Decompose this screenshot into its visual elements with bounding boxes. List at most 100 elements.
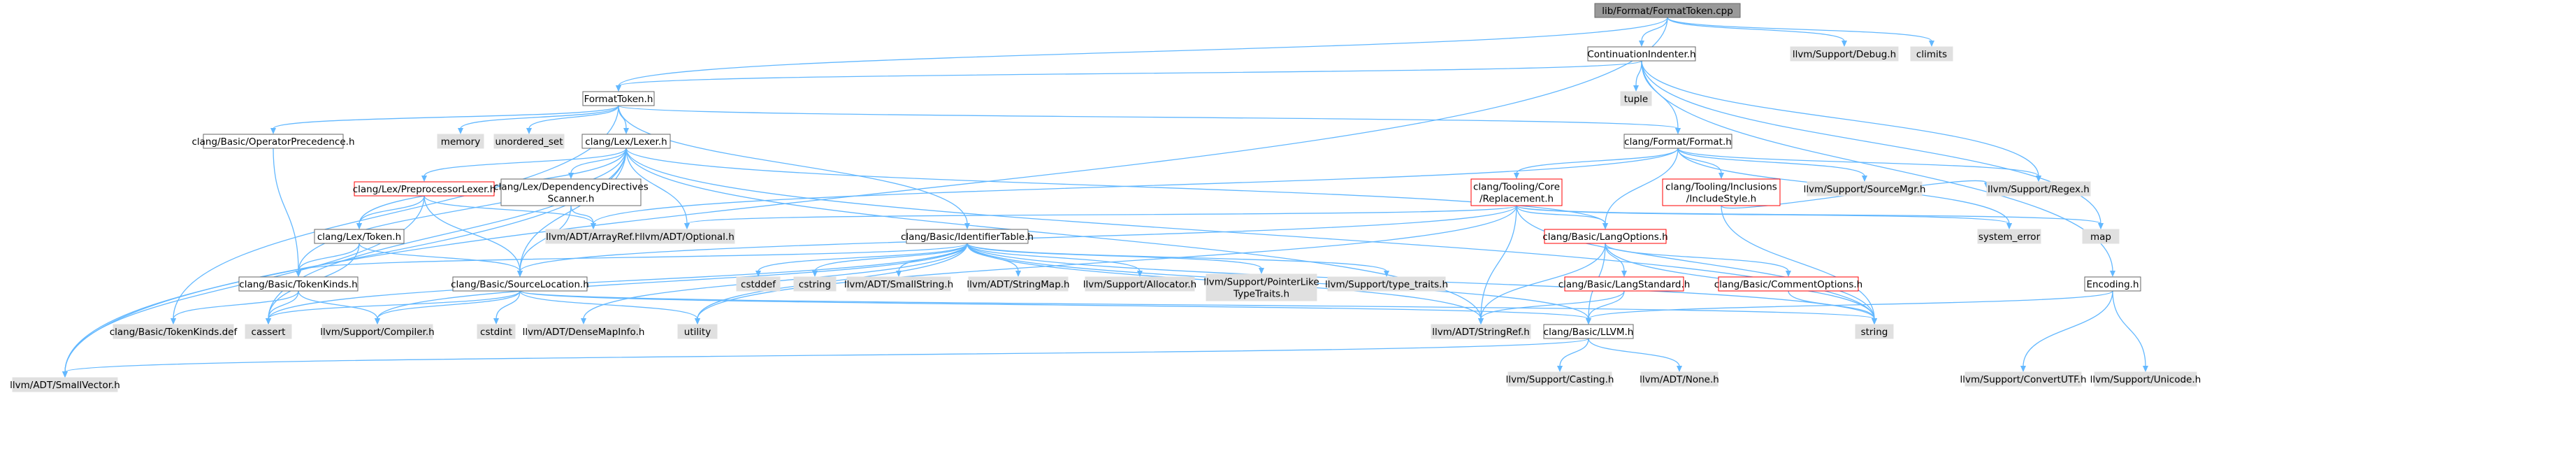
- node-layer: lib/Format/FormatToken.cppContinuationIn…: [10, 3, 2201, 392]
- node-label: cstring: [799, 279, 831, 290]
- node-box: [2082, 229, 2120, 244]
- node-label: llvm/Support/Unicode.h: [2090, 374, 2201, 385]
- node-label: clang/Basic/LangStandard.h: [1558, 279, 1691, 290]
- node-langstd[interactable]: clang/Basic/LangStandard.h: [1558, 276, 1691, 292]
- node-lexer[interactable]: clang/Lex/Lexer.h: [581, 134, 671, 149]
- node-encoding[interactable]: Encoding.h: [2084, 276, 2141, 292]
- node-label: llvm/ADT/SmallVector.h: [10, 380, 120, 391]
- node-cstring: cstring: [793, 276, 837, 292]
- node-label: llvm/ADT/SmallString.h: [844, 279, 953, 290]
- node-box: [1544, 229, 1667, 244]
- node-label: clang/Basic/SourceLocation.h: [451, 279, 589, 290]
- edge-root-to-formattoken: [616, 17, 1668, 92]
- node-box: [321, 324, 433, 339]
- node-box: [2084, 276, 2141, 292]
- node-tokenkinds[interactable]: clang/Basic/TokenKinds.h: [238, 276, 359, 292]
- node-box: [1855, 324, 1894, 339]
- node-box: [203, 134, 344, 149]
- node-box: [677, 324, 718, 339]
- node-allocator: llvm/Support/Allocator.h: [1083, 276, 1197, 292]
- node-label: cstddef: [741, 279, 776, 290]
- node-replacement[interactable]: clang/Tooling/Core/Replacement.h: [1470, 178, 1563, 206]
- node-box: [736, 276, 781, 292]
- edge-replacement-to-string: [1516, 205, 1877, 325]
- node-label: llvm/Support/Allocator.h: [1083, 279, 1197, 290]
- node-identtable[interactable]: clang/Basic/IdentifierTable.h: [901, 229, 1034, 244]
- edge-llvmh-to-none: [1588, 338, 1682, 372]
- node-box: [1620, 91, 1652, 106]
- edge-llvmh-to-casting: [1557, 338, 1589, 372]
- node-unicode: llvm/Support/Unicode.h: [2090, 371, 2201, 387]
- node-sourcemgr: llvm/Support/SourceMgr.h: [1804, 181, 1926, 197]
- edge-layer: [62, 17, 2148, 378]
- node-label: llvm/Support/Compiler.h: [320, 327, 434, 338]
- node-box: [1327, 276, 1446, 292]
- node-unordered_set: unordered_set: [493, 134, 565, 149]
- node-box: [477, 324, 516, 339]
- node-label: clang/Basic/TokenKinds.def: [110, 327, 238, 338]
- node-box: [238, 276, 359, 292]
- node-label: clang/Basic/TokenKinds.h: [239, 279, 357, 290]
- node-tuple: tuple: [1620, 91, 1652, 106]
- edge-srcloc-to-utility: [519, 290, 700, 325]
- node-optional: llvm/ADT/Optional.h: [639, 229, 735, 244]
- node-box: [1470, 178, 1563, 206]
- node-label: llvm/ADT/None.h: [1640, 374, 1719, 385]
- node-box: [1640, 371, 1718, 387]
- node-label: system_error: [1978, 231, 2041, 243]
- node-utility: utility: [677, 324, 718, 339]
- node-format[interactable]: clang/Format/Format.h: [1623, 134, 1732, 149]
- node-root[interactable]: lib/Format/FormatToken.cpp: [1594, 3, 1741, 18]
- node-box: [500, 178, 642, 206]
- edge-identtable-to-typetraits: [967, 243, 1389, 277]
- edge-replacement-to-optional: [684, 205, 1517, 229]
- edge-root-to-debug: [1667, 17, 1847, 47]
- node-label: llvm/Support/SourceMgr.h: [1804, 184, 1926, 195]
- node-llvmh[interactable]: clang/Basic/LLVM.h: [1543, 324, 1634, 339]
- node-formattoken[interactable]: FormatToken.h: [582, 91, 655, 106]
- edge-encoding-to-unicode: [2112, 290, 2148, 372]
- node-climits: climits: [1910, 46, 1953, 62]
- edge-formattoken-to-identtable: [618, 105, 970, 229]
- edge-srcloc-to-llvmh: [519, 290, 1591, 325]
- edge-opprec-to-tokenkinds: [273, 148, 301, 277]
- node-label: unordered_set: [495, 136, 563, 148]
- node-label: FormatToken.h: [584, 94, 653, 105]
- edge-formattoken-to-memory: [458, 105, 619, 134]
- node-cstddef: cstddef: [736, 276, 781, 292]
- node-box: [1507, 371, 1612, 387]
- node-incstyle[interactable]: clang/Tooling/Inclusions/IncludeStyle.h: [1662, 178, 1781, 206]
- node-commentopts[interactable]: clang/Basic/CommentOptions.h: [1714, 276, 1863, 292]
- edge-format-to-sourcemgr: [1677, 148, 1867, 182]
- node-token[interactable]: clang/Lex/Token.h: [314, 229, 405, 244]
- edge-incstyle-to-string: [1721, 205, 1877, 325]
- node-compiler: llvm/Support/Compiler.h: [320, 324, 435, 339]
- edge-identtable-to-tokenkinds: [296, 243, 968, 277]
- node-convutf: llvm/Support/ConvertUTF.h: [1960, 371, 2087, 387]
- node-stringref: llvm/ADT/StringRef.h: [1431, 324, 1531, 339]
- node-box: [314, 229, 405, 244]
- node-langopts[interactable]: clang/Basic/LangOptions.h: [1542, 229, 1668, 244]
- node-label: clang/Lex/PreprocessorLexer.h: [353, 184, 496, 195]
- node-box: [906, 229, 1029, 244]
- node-srcloc[interactable]: clang/Basic/SourceLocation.h: [451, 276, 589, 292]
- node-ppl[interactable]: clang/Lex/PreprocessorLexer.h: [353, 181, 496, 197]
- node-box: [1587, 46, 1696, 62]
- edge-lexer-to-depdir: [568, 148, 627, 179]
- node-opprec[interactable]: clang/Basic/OperatorPrecedence.h: [191, 134, 355, 149]
- edge-encoding-to-llvmh: [1586, 290, 2113, 325]
- node-label: llvm/Support/Regex.h: [1988, 184, 2090, 195]
- node-box: [493, 134, 565, 149]
- node-box: [1206, 273, 1317, 301]
- node-box: [437, 134, 484, 149]
- edge-lexer-to-langopts: [625, 148, 1608, 229]
- node-map: map: [2082, 229, 2120, 244]
- edge-langopts-to-commentopts: [1605, 243, 1791, 277]
- node-continuation[interactable]: ContinuationIndenter.h: [1587, 46, 1696, 62]
- node-label: clang/Tooling/Core: [1473, 182, 1560, 193]
- node-box: [1977, 229, 2041, 244]
- node-box: [639, 229, 735, 244]
- node-none: llvm/ADT/None.h: [1640, 371, 1719, 387]
